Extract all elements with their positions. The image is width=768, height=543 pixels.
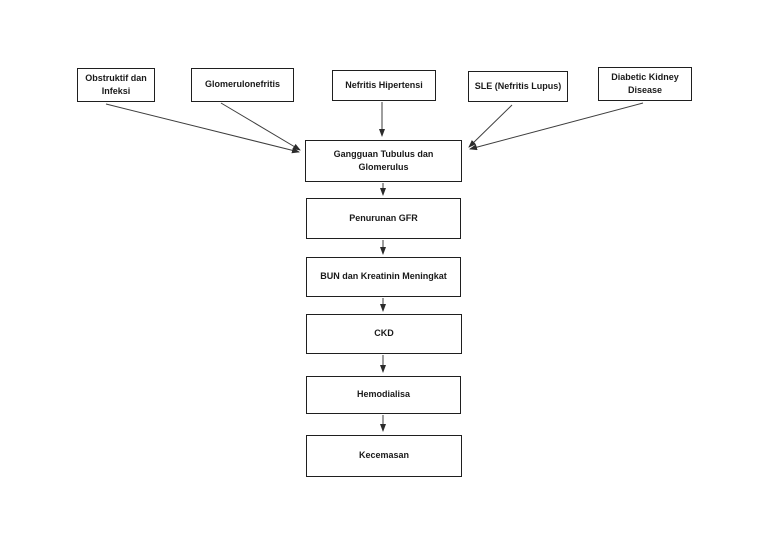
node-nefritis-hipertensi: Nefritis Hipertensi: [332, 70, 436, 101]
node-bun-kreatinin-meningkat: BUN dan Kreatinin Meningkat: [306, 257, 461, 297]
node-glomerulonefritis: Glomerulonefritis: [191, 68, 294, 102]
node-obstruktif-dan-infeksi: Obstruktif dan Infeksi: [77, 68, 155, 102]
node-hemodialisa: Hemodialisa: [306, 376, 461, 414]
node-diabetic-kidney-disease: Diabetic Kidney Disease: [598, 67, 692, 101]
arrow-diabetic-to-gangguan: [469, 102, 644, 151]
arrow-obstruktif-to-gangguan: [105, 103, 300, 154]
arrow-sle-to-gangguan: [468, 104, 513, 148]
node-ckd: CKD: [306, 314, 462, 354]
node-gangguan-tubulus-glomerulus: Gangguan Tubulus dan Glomerulus: [305, 140, 462, 182]
node-kecemasan: Kecemasan: [306, 435, 462, 477]
node-sle-nefritis-lupus: SLE (Nefritis Lupus): [468, 71, 568, 102]
node-penurunan-gfr: Penurunan GFR: [306, 198, 461, 239]
arrow-glomerulonefritis-to-gangguan: [220, 102, 301, 151]
